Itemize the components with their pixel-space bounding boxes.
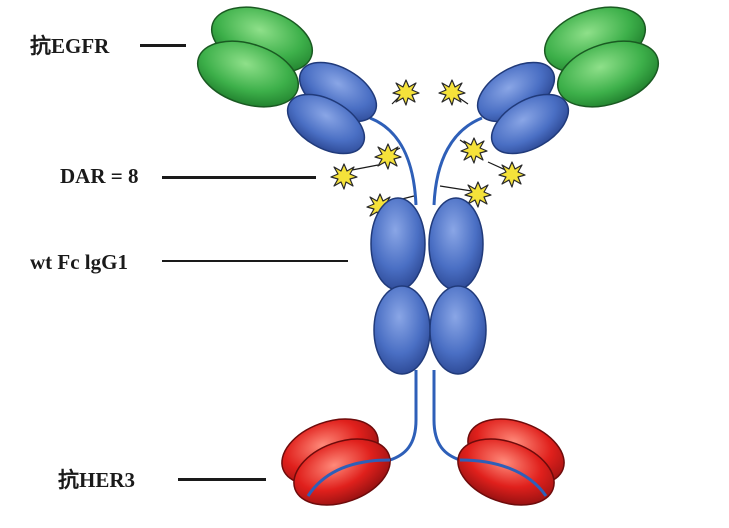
her3-binders	[281, 418, 565, 506]
leader-dar	[162, 176, 316, 179]
ch2-domain-left	[370, 197, 426, 291]
left-fab-arm	[196, 6, 378, 155]
leader-anti-egfr	[140, 44, 186, 47]
starburst-icon	[498, 161, 526, 188]
her3-domain	[457, 438, 555, 506]
egfr-domain	[556, 40, 660, 108]
ch1-domain	[490, 93, 570, 155]
label-dar: DAR = 8	[60, 164, 139, 188]
egfr-domain	[196, 40, 300, 108]
ch1-domain	[286, 93, 366, 155]
ch3-domain-left	[373, 285, 431, 375]
ch2-domain-right	[428, 197, 484, 291]
starburst-icon	[330, 163, 358, 190]
starburst-icon	[374, 143, 402, 170]
fc-region	[370, 197, 487, 375]
starburst-icon	[392, 79, 420, 106]
leader-fc	[162, 260, 348, 262]
label-anti-egfr: 抗EGFR	[30, 34, 110, 58]
label-anti-her3: 抗HER3	[58, 468, 136, 492]
right-fab-arm	[476, 6, 660, 155]
label-fc: wt Fc lgG1	[30, 250, 128, 274]
starburst-icon	[460, 137, 488, 164]
leader-anti-her3	[178, 478, 266, 481]
starburst-icon	[438, 79, 466, 106]
linker-chains	[369, 116, 483, 462]
her3-domain	[293, 438, 391, 506]
ch3-domain-right	[429, 285, 487, 375]
